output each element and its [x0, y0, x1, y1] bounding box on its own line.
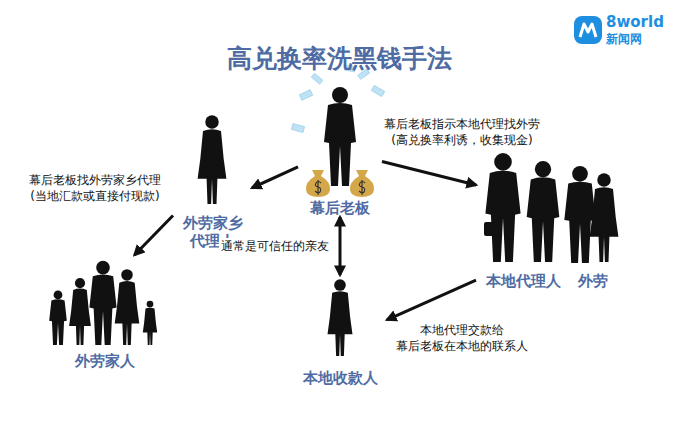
node-text: 外劳: [566, 272, 620, 290]
local-agent-figures: [484, 153, 559, 262]
node-text: 本地代理人: [476, 272, 570, 290]
worker-label: 外劳: [566, 150, 620, 290]
logo-text: 8world: [606, 13, 664, 31]
node-text: 幕后老板: [298, 199, 382, 217]
node-text: 本地收款人: [293, 369, 387, 387]
logo-text: 新闻网: [606, 31, 642, 48]
arrow: [339, 217, 342, 275]
home-agent-label: 外劳家乡 代理人: [173, 112, 252, 250]
annotation: 本地代理交款给 幕后老板在本地的联系人: [394, 322, 530, 354]
title: 高兑换率洗黑钱手法: [227, 42, 452, 75]
receiver-figure: [328, 279, 353, 356]
receiver-label: 本地收款人: [293, 275, 387, 387]
node-text: 外劳家人: [38, 352, 172, 370]
money-bags: [306, 170, 374, 197]
local-agent-label: 本地代理人: [476, 150, 570, 290]
annotation: 通常是可信任的亲友: [219, 238, 331, 254]
worker-figures: [564, 166, 618, 263]
annotation: 幕后老板找外劳家乡代理 (当地汇款或直接付现款): [24, 172, 166, 204]
arrow: [382, 162, 476, 185]
family-figures: [49, 261, 157, 345]
logo-icon: [574, 16, 602, 44]
arrow: [134, 216, 173, 256]
boss-figure: [324, 87, 356, 186]
family-label: 外劳家人: [38, 255, 172, 370]
boss-label: 幕后老板: [298, 85, 382, 217]
logo-mark: [580, 24, 596, 37]
arrow: [387, 280, 476, 320]
annotation: 幕后老板指示本地代理找外劳 (高兑换率利诱，收集现金): [379, 116, 545, 148]
home-agent-figure: [198, 115, 227, 204]
arrow: [252, 167, 298, 188]
